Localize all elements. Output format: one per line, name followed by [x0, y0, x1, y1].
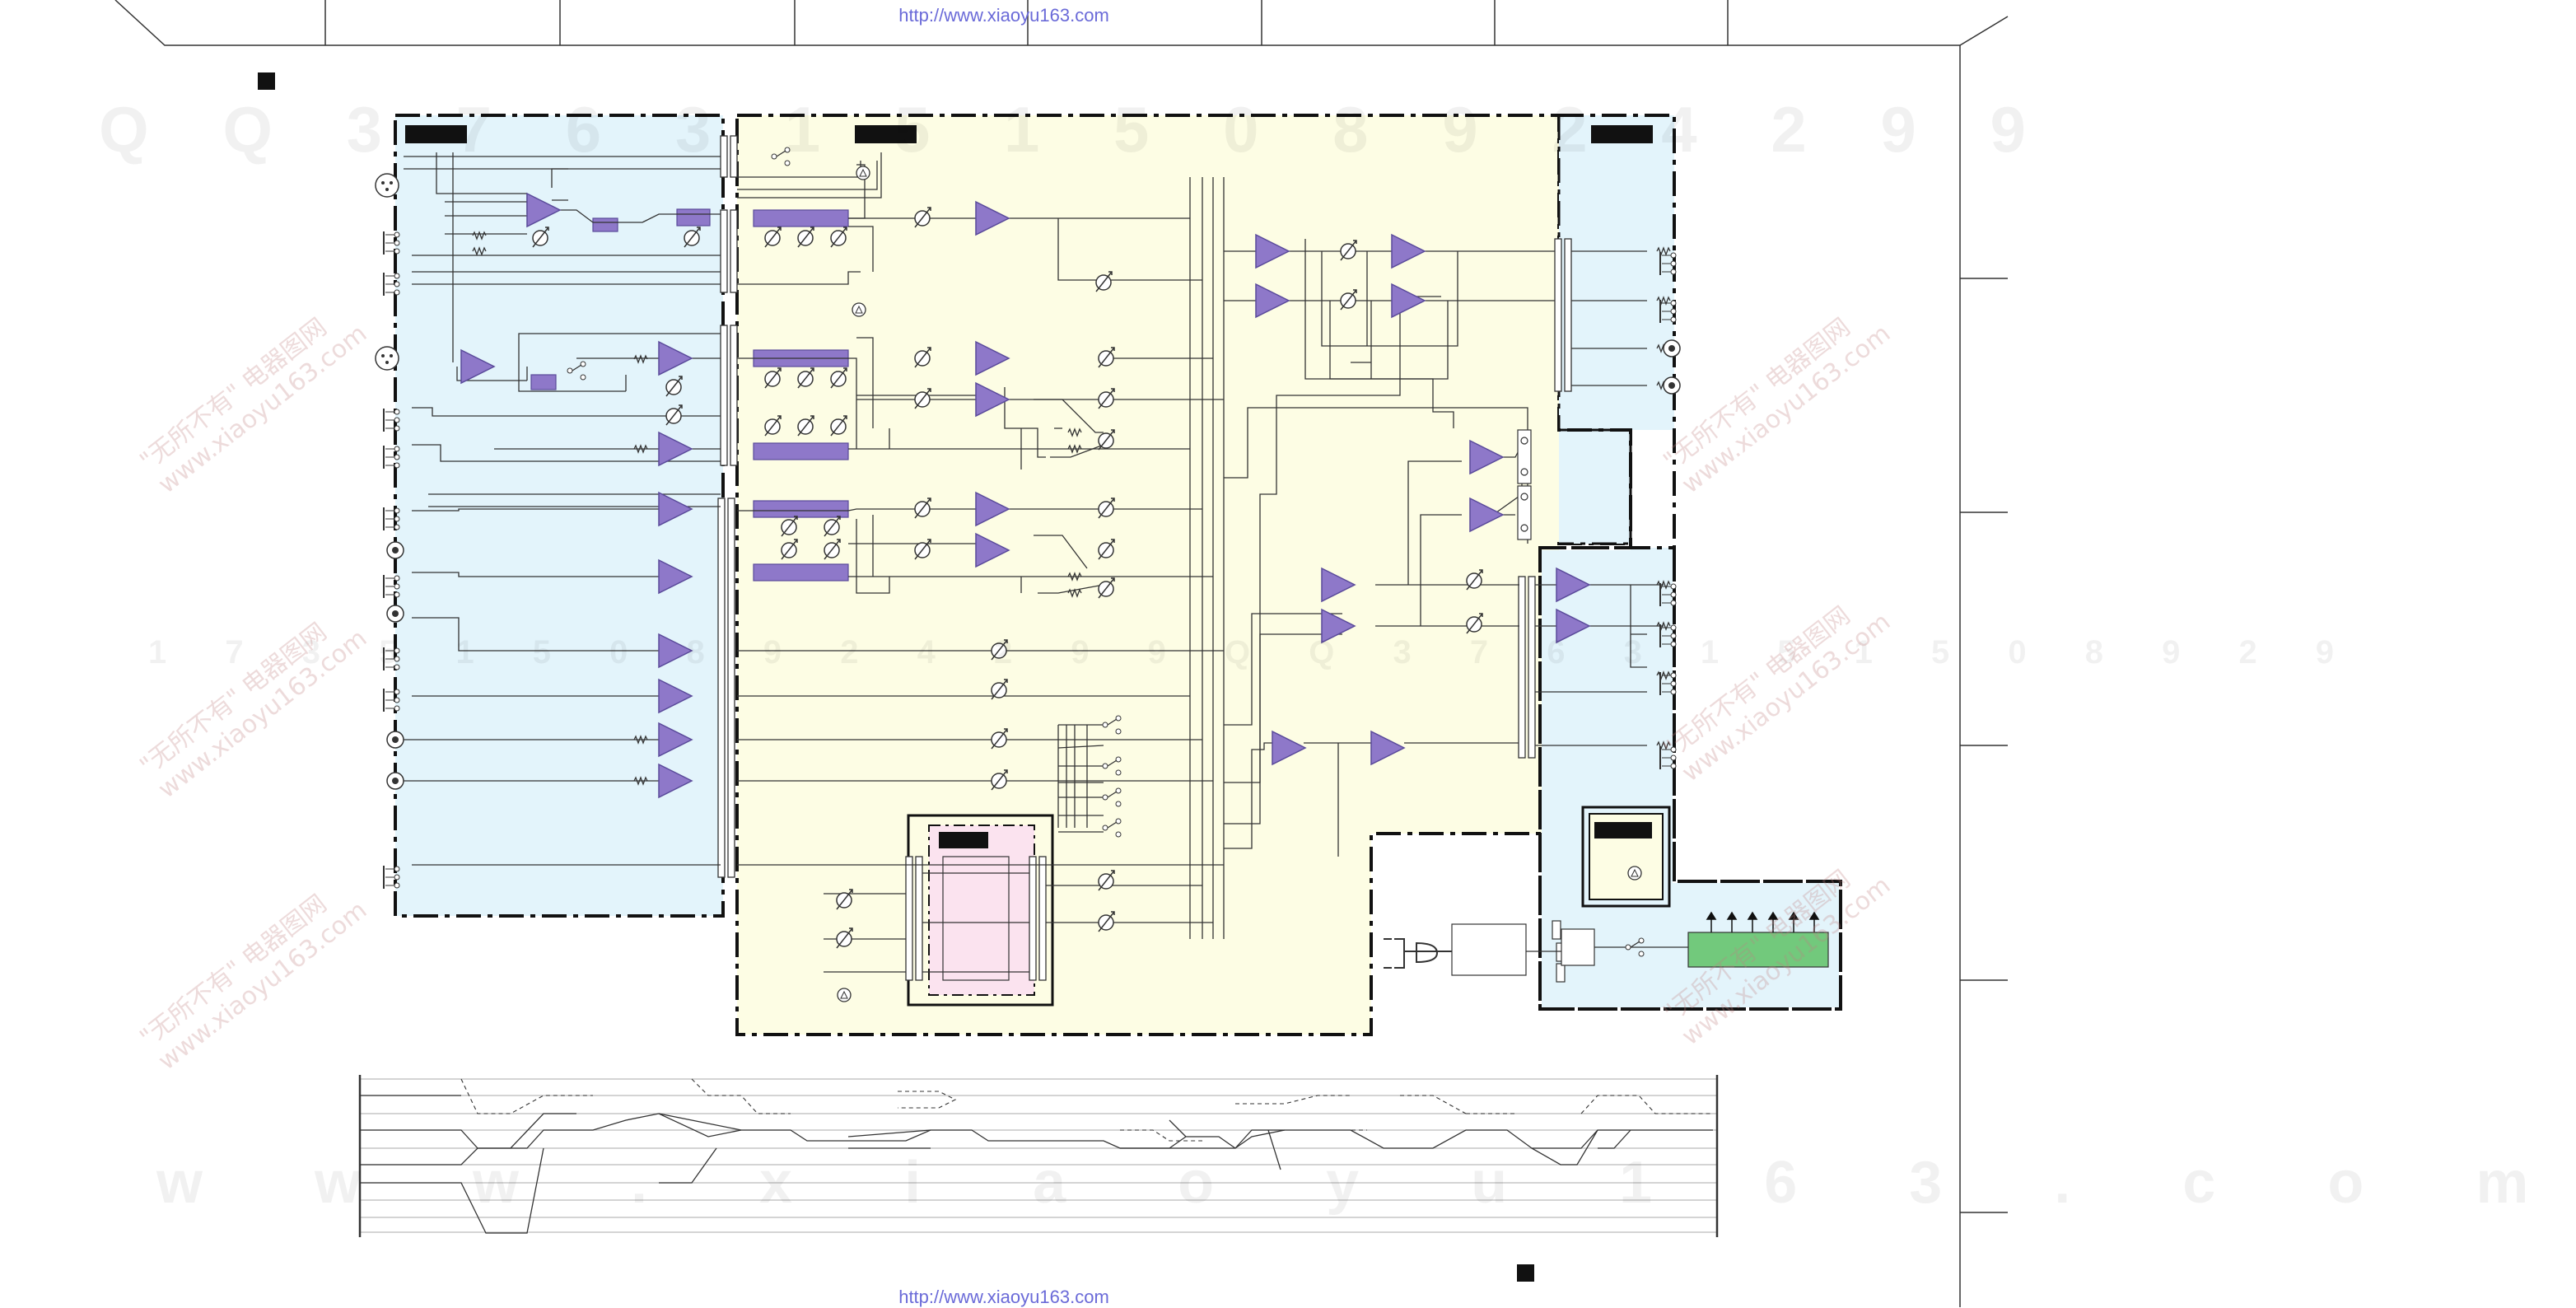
transformer-box [1451, 923, 1527, 976]
rca-jack-icon [1663, 376, 1681, 395]
power-supply-label [1594, 822, 1652, 839]
main-panel-label [855, 125, 917, 143]
rca-jack-icon [1663, 339, 1681, 357]
dsp-chip [942, 856, 1010, 981]
header-url[interactable]: http://www.xiaoyu163.com [898, 5, 1109, 26]
rca-jack-icon [386, 605, 404, 623]
power-regulator-block [1687, 932, 1829, 968]
phone-jack-icon [1659, 251, 1677, 276]
phone-jack-icon [383, 688, 400, 712]
phone-jack-icon [1659, 582, 1677, 607]
phone-jack-icon [383, 865, 400, 890]
phone-jack-icon [383, 574, 400, 599]
connector-bars [717, 135, 1572, 981]
output-panel-top [1559, 115, 1674, 544]
ac-plug-icon [1384, 938, 1452, 969]
xlr-jack-icon [375, 346, 399, 371]
rca-jack-icon [386, 772, 404, 790]
phone-jack-icon [383, 231, 400, 255]
phone-jack-icon [1659, 299, 1677, 324]
fuse-blocks [1552, 920, 1595, 983]
level-diagram [358, 1075, 1719, 1237]
phone-jack-icon [383, 445, 400, 469]
block-diagram [114, 0, 2009, 1307]
phone-jack-icon [383, 507, 400, 531]
ic-blocks [530, 208, 849, 582]
power-supply-outer [1581, 806, 1671, 908]
output-panel-label [1591, 125, 1653, 143]
rca-jack-icon [386, 731, 404, 749]
main-panel-inner-border [1557, 115, 1632, 545]
dsp-label [939, 832, 988, 848]
insert-jack-strip [1517, 429, 1532, 540]
corner-marker-top [258, 72, 275, 90]
footer-url[interactable]: http://www.xiaoyu163.com [898, 1287, 1109, 1307]
xlr-jack-icon [375, 173, 399, 198]
power-lamp-icon [1627, 866, 1642, 881]
corner-marker-bottom [1517, 1264, 1534, 1282]
watermark-domain-band: w w w . x i a o y u 1 6 3 . c o m [156, 1150, 2576, 1216]
rca-jack-icon [386, 541, 404, 559]
input-panel-label [405, 125, 467, 143]
output-panel-lower-frame [1538, 546, 1842, 1011]
watermark-qq-band: Q Q 3 7 6 3 1 5 1 5 0 8 9 2 4 2 9 9 [99, 93, 2054, 166]
main-panel [735, 114, 1632, 1036]
page-frame [114, 0, 2009, 1307]
phone-jack-icon [383, 272, 400, 297]
phone-jack-icon [383, 408, 400, 432]
phone-jack-icon [1659, 671, 1677, 696]
power-rail-arrows [1706, 911, 1820, 932]
watermark-mid-band: 1 7 3 5 1 5 0 8 9 2 4 2 9 9 Q Q 3 7 6 3 … [148, 634, 2359, 670]
